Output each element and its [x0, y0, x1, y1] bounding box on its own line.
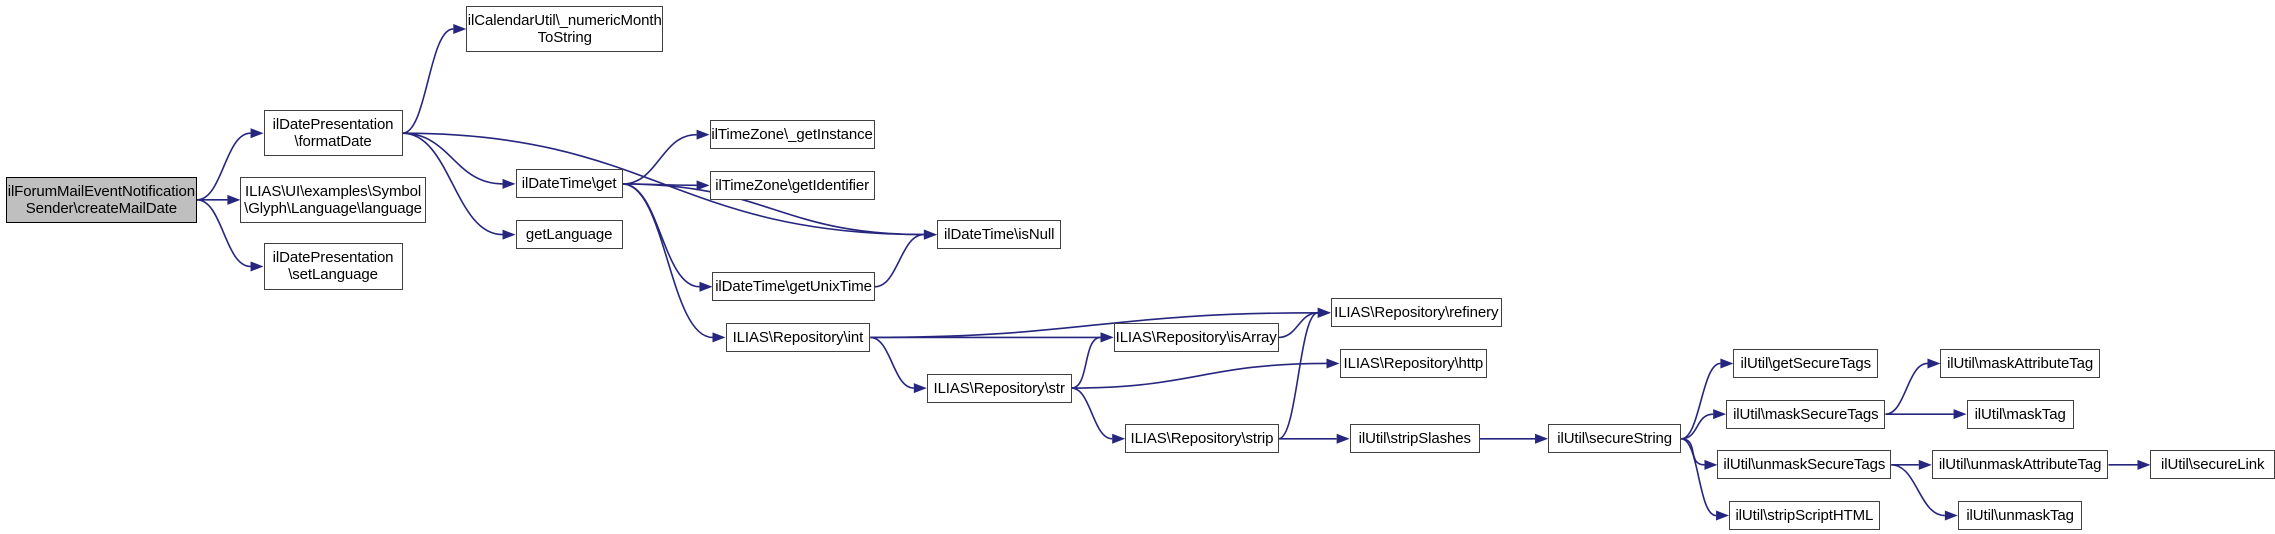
graph-node-n18[interactable]: ilUtil\secureString — [1548, 424, 1682, 454]
edge-n0-to-n1 — [196, 132, 251, 201]
edge-n1-to-n6 — [402, 132, 503, 236]
edge-arrowhead — [1927, 358, 1941, 369]
edge-arrowhead — [1953, 409, 1967, 420]
edge-arrowhead — [502, 229, 516, 240]
edge-n5-to-n11 — [622, 183, 713, 339]
edge-n18-to-n22 — [1681, 437, 1717, 517]
edge-arrowhead — [1704, 459, 1718, 470]
edge-n13-to-n15 — [1278, 311, 1319, 440]
graph-node-n9[interactable]: ilDateTime\isNull — [936, 220, 1062, 250]
edge-arrowhead — [1944, 510, 1958, 521]
edge-arrowhead — [453, 23, 467, 34]
graph-node-n13[interactable]: ILIAS\Repository\strip — [1125, 424, 1279, 454]
graph-node-n12[interactable]: ILIAS\Repository\str — [926, 373, 1072, 403]
edge-arrowhead — [696, 129, 710, 140]
edge-arrowhead — [227, 194, 241, 205]
edge-n5-to-n7 — [622, 133, 697, 185]
edge-n20-to-n23 — [1885, 362, 1928, 415]
graph-node-n0[interactable]: ilForumMailEventNotification Sender\crea… — [5, 176, 197, 223]
graph-node-n11[interactable]: ILIAS\Repository\int — [725, 322, 871, 352]
edge-n12-to-n16 — [1071, 362, 1327, 389]
edge-n14-to-n15 — [1278, 311, 1318, 339]
edge-arrowhead — [250, 128, 264, 139]
edge-arrowhead — [1317, 307, 1331, 318]
graph-node-n8[interactable]: ilTimeZone\getIdentifier — [709, 170, 875, 200]
edge-arrowhead — [1918, 459, 1932, 470]
edge-arrowhead — [1112, 433, 1126, 444]
edge-arrowhead — [699, 281, 713, 292]
edge-n1-to-n5 — [402, 132, 503, 185]
graph-node-n21[interactable]: ilUtil\unmaskSecureTags — [1717, 450, 1892, 480]
graph-node-n20[interactable]: ilUtil\maskSecureTags — [1726, 399, 1886, 429]
edge-arrowhead — [1326, 358, 1340, 369]
graph-node-n3[interactable]: ilDatePresentation \setLanguage — [263, 243, 403, 290]
edge-arrowhead — [1100, 332, 1114, 343]
graph-node-n14[interactable]: ILIAS\Repository\isArray — [1113, 322, 1279, 352]
graph-node-n16[interactable]: ILIAS\Repository\http — [1339, 348, 1488, 378]
edge-n21-to-n26 — [1891, 464, 1945, 517]
edge-arrowhead — [502, 178, 516, 189]
graph-node-n24[interactable]: ilUtil\maskTag — [1966, 399, 2074, 429]
edge-n5-to-n9 — [622, 183, 924, 236]
edge-n18-to-n20 — [1681, 413, 1714, 440]
edge-n12-to-n14 — [1071, 336, 1101, 389]
edge-arrowhead — [696, 180, 710, 191]
edge-arrowhead — [1713, 409, 1727, 420]
graph-node-n19[interactable]: ilUtil\getSecureTags — [1733, 348, 1879, 378]
graph-node-n17[interactable]: ilUtil\stripSlashes — [1349, 424, 1480, 454]
graph-node-n4[interactable]: ilCalendarUtil\_numericMonth ToString — [466, 5, 664, 53]
edge-arrowhead — [1336, 433, 1350, 444]
edge-arrowhead — [712, 332, 726, 343]
edge-arrowhead — [913, 383, 927, 394]
edge-n1-to-n4 — [402, 28, 454, 135]
edge-n1-to-n9 — [402, 132, 924, 236]
edge-n11-to-n15 — [870, 311, 1318, 339]
edge-n11-to-n12 — [870, 336, 914, 389]
edge-n0-to-n3 — [196, 199, 251, 268]
graph-node-n25[interactable]: ilUtil\unmaskAttributeTag — [1931, 450, 2109, 480]
edge-arrowhead — [250, 261, 264, 272]
graph-node-n23[interactable]: ilUtil\maskAttributeTag — [1940, 348, 2100, 378]
graph-node-n5[interactable]: ilDateTime\get — [515, 169, 623, 199]
graph-node-n7[interactable]: ilTimeZone\_getInstance — [709, 120, 875, 150]
graph-node-n15[interactable]: ILIAS\Repository\refinery — [1330, 298, 1502, 328]
edge-n12-to-n13 — [1071, 387, 1113, 440]
graph-node-n1[interactable]: ilDatePresentation \formatDate — [263, 110, 403, 157]
graph-node-n27[interactable]: ilUtil\secureLink — [2150, 450, 2275, 480]
edge-arrowhead — [923, 229, 937, 240]
edge-n5-to-n10 — [622, 183, 700, 288]
edge-arrowhead — [1535, 433, 1549, 444]
graph-node-n22[interactable]: ilUtil\stripScriptHTML — [1729, 501, 1880, 530]
edge-arrowhead — [2137, 459, 2151, 470]
graph-node-n26[interactable]: ilUtil\unmaskTag — [1957, 501, 2083, 530]
graph-node-n6[interactable]: getLanguage — [515, 220, 623, 250]
graph-node-n10[interactable]: ilDateTime\getUnixTime — [712, 272, 875, 302]
edge-arrowhead — [1716, 510, 1730, 521]
edge-n10-to-n9 — [874, 233, 925, 288]
edge-arrowhead — [1720, 358, 1734, 369]
graph-node-n2[interactable]: ILIAS\UI\examples\Symbol \Glyph\Language… — [240, 176, 426, 223]
edge-n18-to-n19 — [1681, 362, 1721, 440]
